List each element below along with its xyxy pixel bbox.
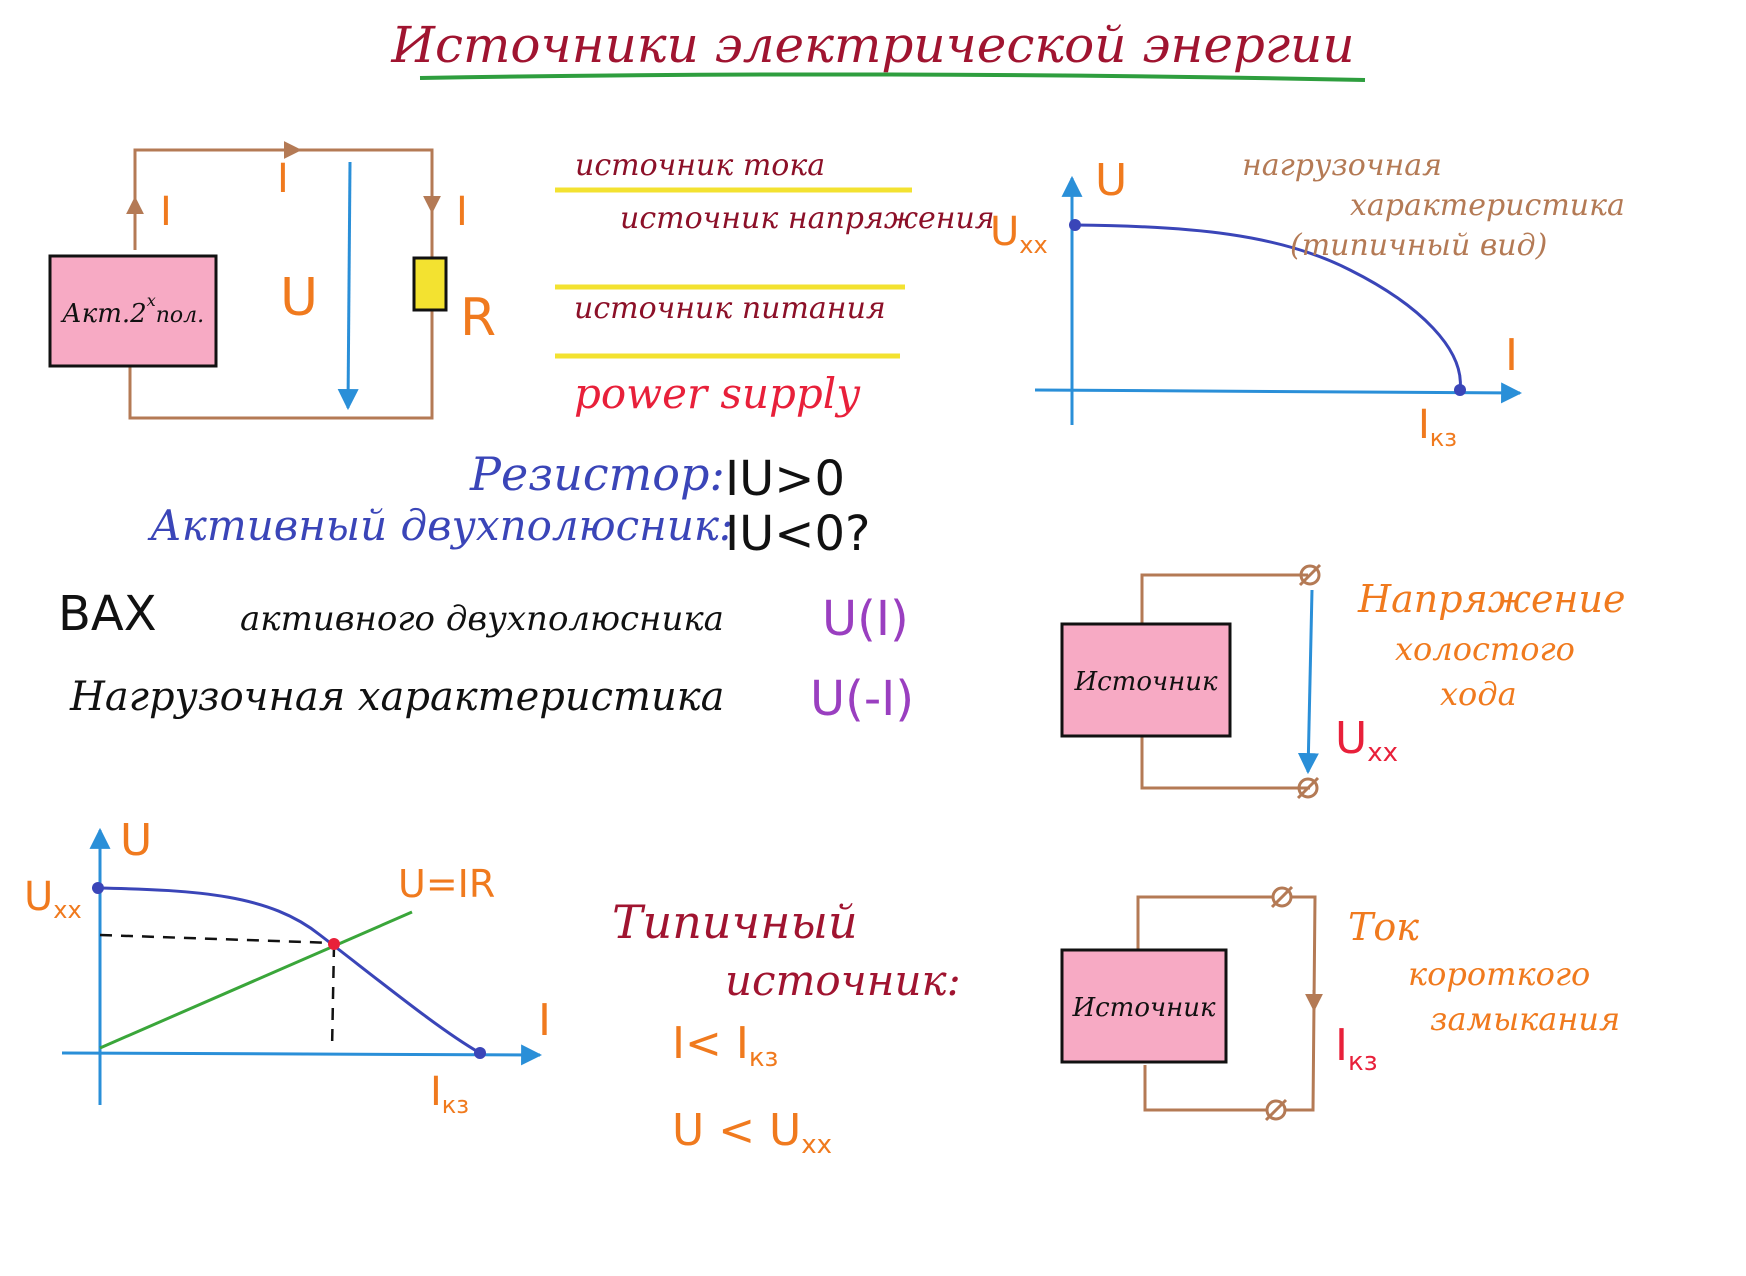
open-circuit-wire: [1140, 573, 1310, 790]
load-characteristic-chart: U I Uxx Iкз нагрузочная характеристика (…: [990, 148, 1625, 452]
name-current-source: источник тока: [575, 148, 825, 183]
operating-point-chart: U I Uxx Iкз U=IR: [24, 815, 551, 1119]
open-terminal-bottom: [1297, 777, 1319, 799]
short-terminal-top: [1271, 886, 1293, 908]
terminal-slash: [1264, 1098, 1288, 1122]
resistor-symbol: [412, 256, 448, 312]
load-point-uxx: [1069, 219, 1081, 231]
typical-line1: Типичный: [612, 895, 858, 949]
box-label: Акт.2xпол.: [60, 291, 204, 329]
short-source-label: Источник: [1071, 993, 1216, 1023]
op-load-line: [99, 910, 413, 1050]
voltage-arrow: [337, 161, 359, 411]
active-condition: IU<0?: [725, 506, 871, 562]
open-caption-line3: хода: [1440, 675, 1517, 713]
open-terminal-top: [1299, 564, 1321, 586]
resistor-condition: IU>0: [725, 451, 845, 507]
open-caption-line2: холостого: [1395, 630, 1575, 668]
op-dash-vertical: [330, 944, 336, 1051]
power-conditions: Резистор: IU>0 Активный двухполюсник: IU…: [147, 447, 871, 562]
op-ikz-label: Iкз: [430, 1069, 469, 1119]
short-current-label: Iкз: [1335, 1020, 1378, 1077]
load-y-axis-label: U: [1095, 155, 1127, 206]
terminal-slash: [1296, 776, 1320, 800]
vax-abbrev: ВАХ: [58, 586, 157, 642]
load-x-axis: [1034, 382, 1523, 404]
resistor-word: Резистор:: [469, 447, 725, 501]
title-text: Источники электрической энергии: [390, 16, 1354, 74]
vax-function: U(I): [822, 591, 909, 647]
open-voltage-arrow: [1297, 589, 1319, 775]
name-power-source: источник питания: [574, 291, 886, 326]
op-source-curve: [97, 886, 481, 1055]
short-caption-line2: короткого: [1408, 955, 1590, 993]
op-x-axis-label: I: [538, 995, 551, 1046]
op-point-uxx: [92, 882, 104, 894]
short-source-box: [1060, 948, 1228, 1064]
open-voltage-label: Uxx: [1335, 713, 1398, 768]
op-point-ikz: [474, 1047, 486, 1059]
load-caption-line3: (типичный вид): [1290, 228, 1547, 263]
voltage-label: U: [280, 268, 318, 328]
typical-source: Типичный источник: I< Iкз U < Uxx: [612, 895, 961, 1160]
active-two-pole-box: [48, 254, 218, 368]
resistor-label: R: [460, 288, 496, 348]
short-caption-line3: замыкания: [1430, 1000, 1620, 1038]
op-line-label: U=IR: [398, 862, 495, 906]
name-power-supply: power supply: [574, 369, 861, 418]
load-char-function: U(-I): [810, 671, 914, 727]
current-label-right: I: [456, 189, 468, 235]
typical-cond-voltage: U < Uxx: [672, 1105, 832, 1160]
active-word: Активный двухполюсник:: [147, 501, 733, 550]
op-x-axis: [61, 1044, 543, 1066]
load-x-axis-label: I: [1505, 330, 1518, 381]
load-point-ikz: [1454, 384, 1466, 396]
op-y-axis-label: U: [120, 815, 152, 866]
short-caption-line1: Ток: [1348, 905, 1419, 949]
load-curve: [1074, 223, 1462, 391]
terminal-slash: [1298, 563, 1322, 587]
op-dash-horizontal: [99, 933, 335, 945]
source-names: источник тока источник напряжения источн…: [555, 148, 995, 418]
short-circuit-diagram: Источник Iкз Ток короткого замыкания: [1060, 885, 1620, 1122]
op-uxx-label: Uxx: [24, 874, 82, 924]
load-ikz-label: Iкз: [1418, 402, 1457, 452]
typical-cond-current: I< Iкз: [672, 1018, 778, 1073]
load-char-description: Нагрузочная характеристика: [69, 674, 724, 720]
current-label-top: I: [277, 156, 289, 202]
open-source-box: [1060, 622, 1232, 738]
circuit-diagram: Акт.2xпол. I I I U R: [48, 141, 496, 420]
current-label-left: I: [160, 189, 172, 235]
open-caption-line1: Напряжение: [1357, 577, 1625, 621]
load-uxx-label: Uxx: [990, 209, 1048, 259]
op-intersection-point: [328, 938, 340, 950]
short-terminal-bottom: [1265, 1099, 1287, 1121]
load-caption-line1: нагрузочная: [1242, 148, 1442, 183]
page-title: Источники электрической энергии: [390, 16, 1366, 82]
vax-definitions: ВАХ активного двухполюсника U(I) Нагрузо…: [58, 586, 914, 727]
open-circuit-diagram: Источник Uxx Напряжение холостого хода: [1060, 563, 1625, 800]
vax-description: активного двухполюсника: [240, 599, 724, 639]
name-voltage-source: источник напряжения: [620, 201, 995, 236]
title-underline: [419, 72, 1366, 82]
open-source-label: Источник: [1073, 667, 1218, 697]
load-caption-line2: характеристика: [1350, 188, 1625, 223]
typical-line2: источник:: [725, 956, 961, 1005]
terminal-slash: [1270, 885, 1294, 909]
